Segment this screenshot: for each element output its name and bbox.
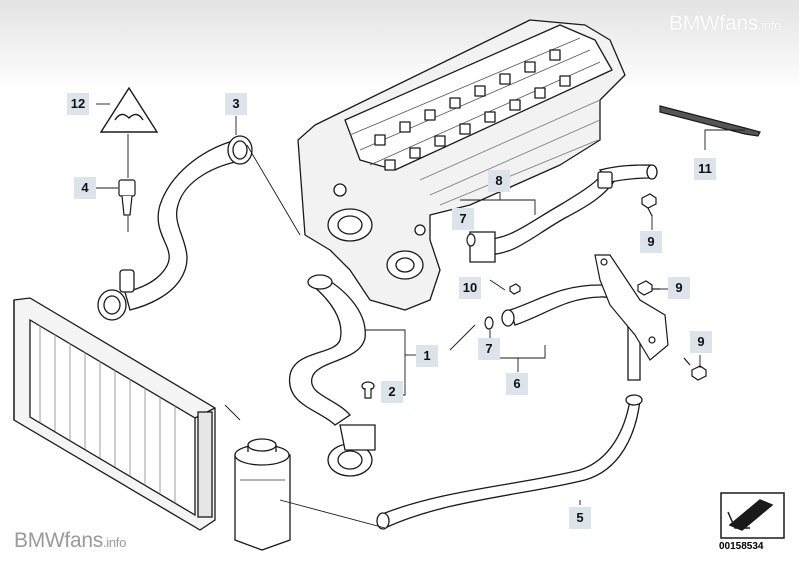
callout-1: 1 [416, 345, 438, 367]
upper-radiator-hose [97, 135, 253, 321]
lower-hose [288, 274, 376, 477]
watermark-top: BMWfans.info [669, 12, 781, 36]
callout-7-lower: 7 [478, 338, 500, 360]
watermark-top-suffix: .info [757, 18, 781, 33]
callout-11: 11 [694, 158, 716, 180]
callout-5: 5 [569, 507, 591, 529]
callout-9-a: 9 [640, 231, 662, 253]
cylinder-head [297, 19, 626, 311]
hose-8 [469, 164, 658, 263]
cable-tie [659, 105, 761, 137]
screw-2 [361, 381, 375, 399]
callout-12: 12 [67, 93, 89, 115]
watermark-bottom-suffix: .info [102, 535, 126, 550]
callout-4: 4 [74, 177, 96, 199]
callout-10: 10 [459, 277, 481, 299]
diagram-ref-icon [720, 492, 785, 539]
hose-6 [501, 284, 641, 381]
temp-sensor [118, 179, 136, 216]
long-hose [376, 394, 643, 530]
watermark-bottom-brand: BMWfans [14, 529, 103, 552]
callout-6: 6 [506, 373, 528, 395]
bracket [594, 254, 669, 361]
expansion-tank [234, 438, 291, 551]
watermark-bottom: BMWfans.info [14, 529, 126, 553]
callout-2: 2 [381, 381, 403, 403]
bolts [637, 193, 707, 381]
warning-label [99, 86, 159, 133]
callout-8: 8 [488, 170, 510, 192]
callout-7-upper: 7 [452, 208, 474, 230]
watermark-top-brand: BMWfans [669, 12, 758, 35]
o-rings [466, 233, 521, 330]
callout-9-c: 9 [690, 331, 712, 353]
callout-9-b: 9 [668, 277, 690, 299]
diagram-number: 00158534 [719, 541, 764, 552]
callout-3: 3 [225, 93, 247, 115]
radiator [13, 297, 216, 531]
